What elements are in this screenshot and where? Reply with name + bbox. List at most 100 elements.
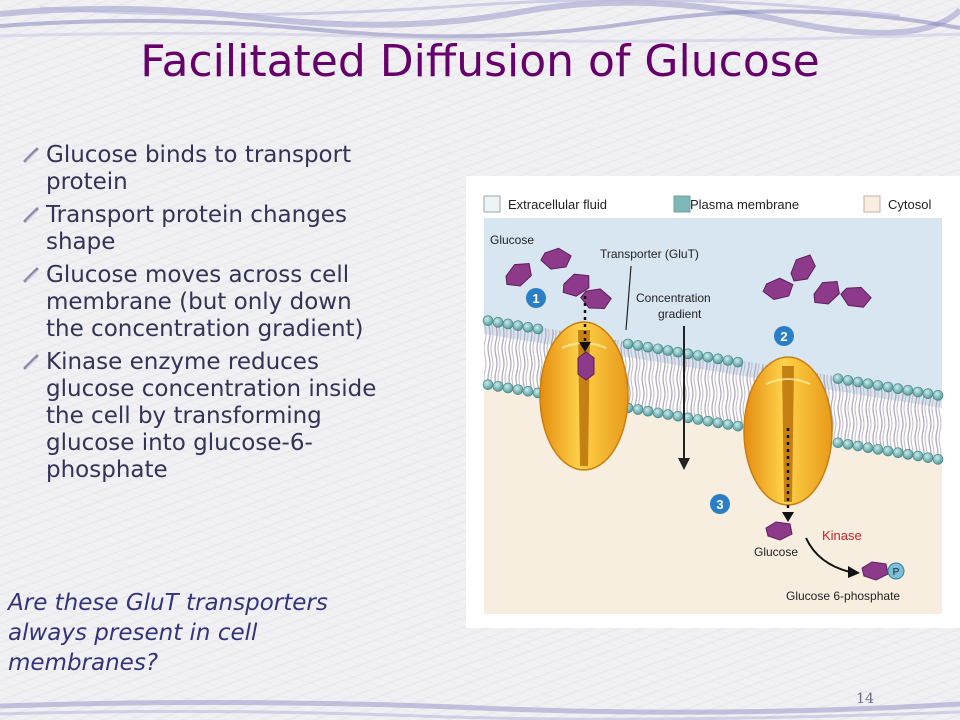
glucose-bottom-label: Glucose xyxy=(754,545,798,559)
transporter-label: Transporter (GluT) xyxy=(600,247,699,261)
phospholipid-head xyxy=(502,318,514,330)
phospholipid-head xyxy=(692,350,704,361)
phospholipid-head xyxy=(832,373,844,385)
gradient-arrow-head xyxy=(678,458,690,470)
legend-cytosol-label: Cytosol xyxy=(888,197,931,212)
legend-cytosol-swatch xyxy=(863,195,881,213)
phospholipid-head xyxy=(872,380,884,391)
kinase-arrow-head xyxy=(848,566,860,578)
bullet-list: Glucose binds to transport protein Trans… xyxy=(22,142,462,490)
glucose-top-label: Glucose xyxy=(490,233,534,247)
phospholipid-head xyxy=(892,447,904,458)
bullet-item: Glucose binds to transport protein xyxy=(22,142,462,196)
exit-arrow-head xyxy=(782,512,794,522)
phospholipid-head xyxy=(932,454,944,465)
phospholipid-head xyxy=(922,452,934,463)
phospholipid-head xyxy=(482,379,494,390)
phospholipid-head xyxy=(522,322,534,333)
svg-text:1: 1 xyxy=(532,291,539,306)
cytosol-glucose xyxy=(765,521,793,541)
kinase-arrow xyxy=(805,537,851,573)
glucose-transport-figure: Extracellular fluid Plasma membrane Cyto… xyxy=(466,176,960,628)
legend-membrane-swatch xyxy=(673,195,691,213)
phospholipid-head xyxy=(872,444,884,455)
legend-extracellular-swatch xyxy=(483,195,501,213)
phospholipid-head xyxy=(642,341,654,353)
phospholipid-head xyxy=(482,315,494,326)
bullet-item: Kinase enzyme reduces glucose concentrat… xyxy=(22,349,462,484)
step-badge-3: 3 xyxy=(710,494,730,514)
phosphate-label: P xyxy=(893,567,900,578)
figure-canvas: Extracellular fluid Plasma membrane Cyto… xyxy=(482,195,944,614)
step-badge-2: 2 xyxy=(774,326,794,346)
phospholipid-head xyxy=(882,381,894,393)
gradient-label-line2: gradient xyxy=(658,307,702,321)
phospholipid-head xyxy=(652,407,664,419)
phospholipid-head xyxy=(712,417,724,429)
extracellular-glucose-molecules xyxy=(505,247,872,310)
phospholipid-head xyxy=(642,405,654,417)
phospholipid-head xyxy=(492,381,504,392)
brush-bullet-icon xyxy=(23,267,39,283)
phospholipid-head xyxy=(632,404,644,415)
phospholipid-head xyxy=(862,442,874,454)
extracellular-region xyxy=(484,218,942,408)
phospholipid-head xyxy=(672,346,684,358)
phosphate-group xyxy=(887,562,905,580)
phospholipid-head xyxy=(842,439,854,450)
phospholipid-head xyxy=(892,383,904,394)
phospholipid-head xyxy=(632,340,644,351)
bullet-text: Kinase enzyme reduces glucose concentrat… xyxy=(46,349,377,483)
phospholipid-head xyxy=(722,419,734,430)
phospholipid-head xyxy=(842,375,854,386)
phospholipid-head xyxy=(512,320,524,331)
phospholipid-head xyxy=(662,345,674,356)
bullet-text: Transport protein changes shape xyxy=(46,202,347,255)
gradient-label-line1: Concentration xyxy=(636,291,711,305)
phospholipid-head xyxy=(652,343,664,355)
transporter-label-line xyxy=(625,265,632,331)
phospholipid-head xyxy=(912,386,924,398)
closing-question: Are these GluT transporters always prese… xyxy=(8,590,328,676)
legend-extracellular-label: Extracellular fluid xyxy=(508,197,607,212)
bullet-item: Glucose moves across cell membrane (but … xyxy=(22,262,462,343)
glucose-6-phosphate-molecule xyxy=(861,561,889,581)
phospholipid-head xyxy=(502,382,514,394)
phospholipid-head xyxy=(852,376,864,388)
phospholipid-head xyxy=(512,384,524,395)
slide-title: Facilitated Diffusion of Glucose xyxy=(140,36,820,87)
phospholipid-head xyxy=(712,353,724,365)
top-brush-decoration xyxy=(0,0,960,43)
phospholipid-head xyxy=(622,338,634,350)
phospholipid-head xyxy=(692,414,704,425)
g6p-label: Glucose 6-phosphate xyxy=(786,589,900,603)
phospholipid-head xyxy=(532,323,544,335)
bottom-brush-decoration xyxy=(0,699,960,720)
phospholipid-head xyxy=(722,355,734,366)
page-number: 14 xyxy=(856,691,874,707)
phospholipid-head xyxy=(492,317,504,328)
legend-membrane-label: Plasma membrane xyxy=(690,197,799,212)
bullet-text: Glucose binds to transport protein xyxy=(46,142,352,195)
brush-bullet-icon xyxy=(23,147,39,163)
entry-arrow-head xyxy=(579,342,591,352)
phospholipid-head xyxy=(832,437,844,449)
brush-bullet-icon xyxy=(23,354,39,370)
svg-text:2: 2 xyxy=(780,329,787,344)
phospholipid-head xyxy=(862,378,874,390)
brush-bullet-icon xyxy=(23,207,39,223)
bullet-text: Glucose moves across cell membrane (but … xyxy=(46,262,364,342)
phospholipid-head xyxy=(702,415,714,427)
phospholipid-head xyxy=(922,388,934,399)
phospholipid-head xyxy=(732,420,744,432)
phospholipid-head xyxy=(662,409,674,420)
phospholipid-head xyxy=(672,410,684,422)
phospholipid-head xyxy=(902,385,914,396)
phospholipid-head xyxy=(732,356,744,368)
svg-text:3: 3 xyxy=(716,497,723,512)
phospholipid-head xyxy=(882,445,894,457)
phospholipid-head xyxy=(902,449,914,460)
membrane-top-heads xyxy=(482,315,944,401)
kinase-label: Kinase xyxy=(822,528,862,543)
phospholipid-head xyxy=(702,351,714,363)
